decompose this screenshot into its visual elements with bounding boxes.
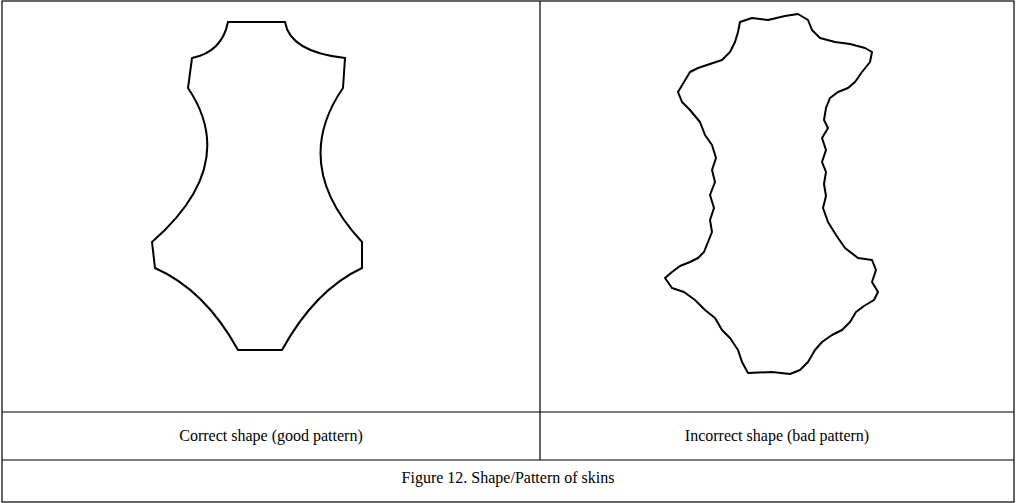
skin-outline-bad [665, 14, 878, 374]
cell-label-box: Correct shape (good pattern) [179, 426, 362, 445]
cell-label: Correct shape (good pattern) [179, 427, 362, 444]
row-divider [2, 411, 1014, 412]
cell-label: Incorrect shape (bad pattern) [685, 427, 869, 444]
column-divider [539, 1, 540, 460]
cell-label-box: Incorrect shape (bad pattern) [685, 426, 869, 445]
figure-caption: Figure 12. Shape/Pattern of skins [402, 469, 615, 486]
figure-caption-box: Figure 12. Shape/Pattern of skins [402, 468, 615, 487]
skin-outline-good [152, 22, 362, 350]
row-divider [2, 459, 1014, 460]
